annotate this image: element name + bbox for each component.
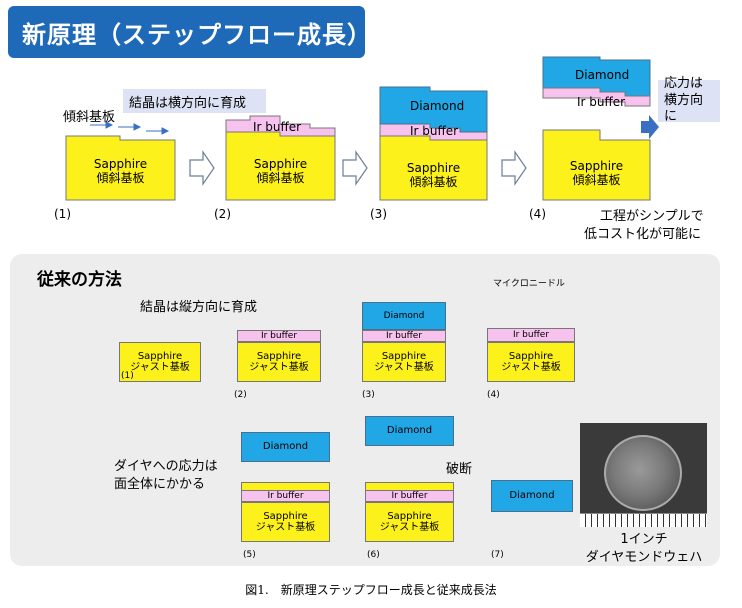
conv-step5-diamond: Diamond — [241, 432, 330, 462]
step1-growth-arrows — [90, 121, 170, 135]
step1-substrate — [65, 135, 176, 201]
callout-vertical-growth: 結晶は縦方向に育成 — [140, 300, 258, 315]
wafer-photo — [580, 423, 707, 527]
callout-stress-lateral: 応力は 横方向に — [658, 76, 720, 124]
conv-step-label-2: (2) — [234, 390, 247, 400]
callout-lateral-growth: 結晶は横方向に育成 — [123, 89, 266, 113]
simple-process-note: 工程がシンプルで 低コスト化が可能に — [584, 209, 704, 242]
title-banner: 新原理（ステップフロー成長） — [8, 6, 372, 58]
step2-ir-buffer — [225, 115, 336, 137]
step-label-3: (3) — [370, 207, 387, 221]
conv-step-label-5: (5) — [243, 550, 256, 560]
step4-ir-buffer — [542, 87, 651, 107]
conv-step4-substrate: Sapphire ジャスト基板 — [487, 342, 575, 382]
step3-diamond — [379, 86, 488, 133]
conv-step5-substrate: Sapphire ジャスト基板 — [241, 502, 330, 542]
step-label-4: (4) — [529, 207, 546, 221]
conv-step6-diamond: Diamond — [365, 416, 454, 446]
conv-step3-substrate: Sapphire ジャスト基板 — [362, 342, 446, 382]
conv-step-label-7: (7) — [491, 550, 504, 560]
wafer-caption: 1インチ ダイヤモンドウェハ — [585, 532, 703, 565]
conv-step-label-3: (3) — [362, 390, 375, 400]
conv-step-label-6: (6) — [367, 550, 380, 560]
conv-step-label-1: (1) — [121, 371, 134, 381]
step-label-1: (1) — [54, 207, 71, 221]
step4-diamond-label: Diamond — [575, 68, 630, 82]
conv-step6-ir-buffer: Ir buffer — [365, 490, 454, 502]
step-label-2: (2) — [214, 207, 231, 221]
conv-step-label-4: (4) — [487, 390, 500, 400]
conv-step5-ir-buffer: Ir buffer — [241, 490, 330, 502]
micro-needle-label: マイクロニードル — [493, 279, 565, 289]
fracture-label: 破断 — [446, 462, 473, 477]
conv-step2-ir-buffer: Ir buffer — [237, 330, 321, 342]
step4-substrate — [542, 129, 651, 201]
conv-step2-substrate: Sapphire ジャスト基板 — [237, 342, 321, 382]
conv-step7-diamond: Diamond — [491, 480, 573, 512]
conv-step4-ir-buffer: Ir buffer — [487, 328, 575, 342]
conv-step1-substrate: Sapphire ジャスト基板 — [119, 342, 201, 382]
step3-substrate-label: Sapphire 傾斜基板 — [406, 161, 461, 189]
conv-stress-note: ダイヤへの応力は 面全体にかかる — [114, 459, 218, 492]
step4-stress-arrow — [641, 115, 659, 139]
conv-step6-needle-base — [365, 482, 454, 490]
flow-arrow-top-2 — [342, 150, 368, 186]
step3-ir-label: Ir buffer — [410, 124, 459, 138]
step2-ir-label: Ir buffer — [253, 120, 302, 134]
figure-caption: 図1. 新原理ステップフロー成長と従来成長法 — [245, 583, 497, 597]
conv-step3-diamond: Diamond — [362, 302, 446, 330]
flow-arrow-top-1 — [189, 150, 215, 186]
flow-arrow-top-3 — [501, 150, 527, 186]
page-title: 新原理（ステップフロー成長） — [22, 20, 372, 49]
step4-substrate-label: Sapphire 傾斜基板 — [569, 159, 624, 187]
step2-substrate-label: Sapphire 傾斜基板 — [253, 157, 308, 185]
step3-diamond-label: Diamond — [410, 99, 465, 113]
conventional-section-title: 従来の方法 — [37, 270, 122, 290]
conv-step5-needle-base — [241, 482, 330, 490]
wafer-disc — [604, 435, 682, 511]
ruler — [580, 513, 707, 527]
conv-step6-substrate: Sapphire ジャスト基板 — [365, 502, 454, 542]
conv-step3-ir-buffer: Ir buffer — [362, 330, 446, 342]
step4-ir-label: Ir buffer — [577, 95, 626, 109]
tilted-substrate-label: 傾斜基板 — [63, 110, 116, 125]
step1-substrate-label: Sapphire 傾斜基板 — [93, 157, 148, 185]
